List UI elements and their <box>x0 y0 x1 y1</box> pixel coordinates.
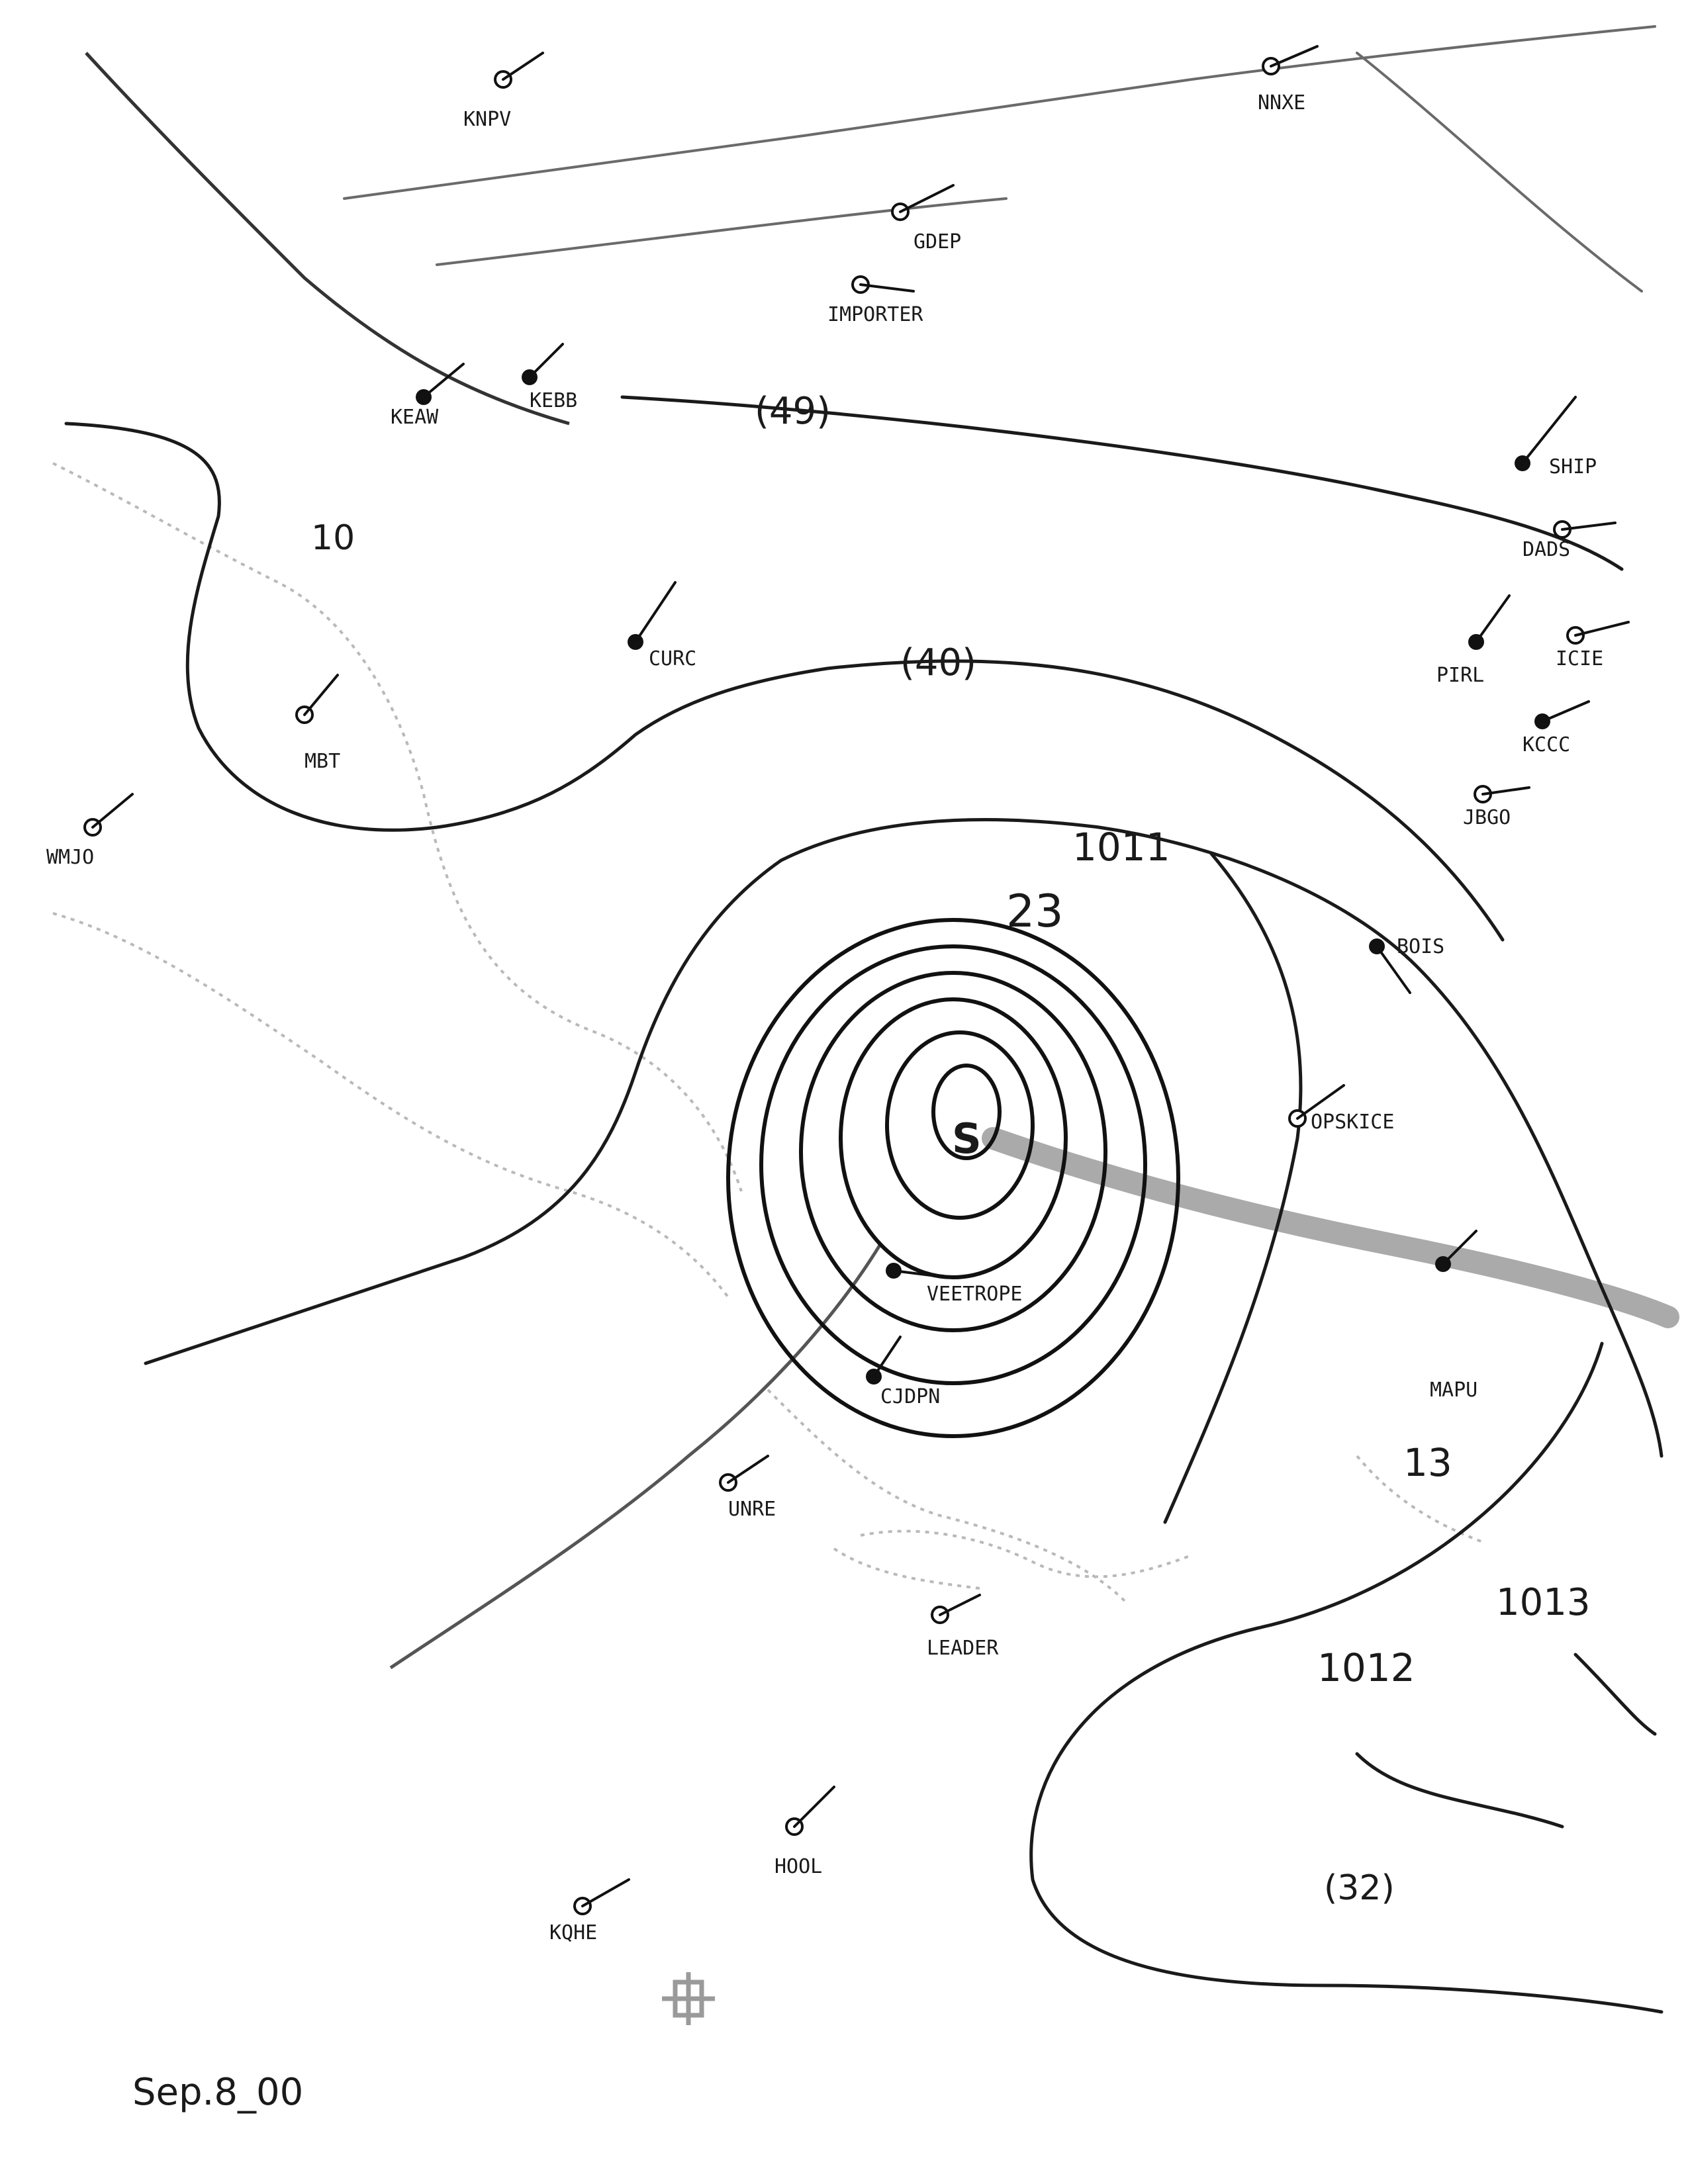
station-kqhe: KQHE <box>549 1878 630 1944</box>
station-curc: CURC <box>628 581 696 670</box>
station-bois: BOIS <box>1369 935 1444 994</box>
isobar-1012 <box>1029 1342 1664 2014</box>
coastline-east <box>1356 1455 1483 1543</box>
isobar-49 <box>64 422 1505 942</box>
label-p1012: 1012 <box>1317 1645 1415 1690</box>
station-dads: DADS <box>1523 520 1617 561</box>
label-p13: 13 <box>1403 1440 1452 1485</box>
station-keaw: KEAW <box>391 363 465 429</box>
front-northwest <box>85 52 570 426</box>
station-pirl: PIRL <box>1436 594 1511 687</box>
ring-1 <box>931 1064 1002 1160</box>
coastline-gulf <box>52 912 729 1298</box>
station-label-cjdpn: CJDPN <box>880 1385 940 1408</box>
ring-4 <box>799 971 1107 1332</box>
faint-line-northeast <box>1356 52 1643 293</box>
isobar-40-north <box>620 395 1624 571</box>
station-label-kebb: KEBB <box>530 389 577 412</box>
station-nnxe: NNXE <box>1258 45 1319 114</box>
station-cjdpn: CJDPN <box>866 1336 940 1408</box>
station-label-curc: CURC <box>649 647 696 670</box>
station-gdep: GDEP <box>891 184 961 253</box>
station-leader: LEADER <box>927 1594 999 1660</box>
station-label-veetrope: VEETROPE <box>927 1283 1023 1306</box>
coastline-north <box>52 462 743 1192</box>
isobar-1011-inner <box>1163 852 1303 1524</box>
coastlines <box>52 462 1483 1603</box>
station-opskice: OPSKICE <box>1288 1084 1394 1134</box>
label-p1013: 1013 <box>1496 1581 1591 1624</box>
stations: KNPV NNXE GDEP IMPORTER KEAW KEBB <box>46 45 1630 1944</box>
ring-3 <box>839 997 1068 1279</box>
faint-line-north-1 <box>343 25 1656 200</box>
trough-southwest <box>389 1243 882 1670</box>
station-unre: UNRE <box>719 1455 776 1521</box>
label-p32: (32) <box>1324 1868 1395 1908</box>
station-label-icie: ICIE <box>1556 647 1603 670</box>
station-mapu: MAPU <box>1430 1230 1477 1402</box>
station-mbt: MBT <box>295 674 340 773</box>
station-label-leader: LEADER <box>927 1637 999 1660</box>
station-jbgo: JBGO <box>1463 785 1530 829</box>
storm-track-shading <box>982 1127 1679 1328</box>
station-label-importer: IMPORTER <box>827 303 923 326</box>
station-label-gdep: GDEP <box>914 230 961 253</box>
faint-line-north-2 <box>436 197 1008 266</box>
station-label-bois: BOIS <box>1397 935 1444 958</box>
station-knpv: KNPV <box>463 52 544 131</box>
isobar-1011-outer <box>144 817 1664 1458</box>
station-label-wmjo: WMJO <box>46 846 94 869</box>
station-kebb: KEBB <box>522 343 577 412</box>
ring-5 <box>759 944 1147 1385</box>
station-icie: ICIE <box>1556 621 1630 670</box>
isobars <box>64 395 1664 2014</box>
station-label-jbgo: JBGO <box>1463 806 1511 829</box>
station-label-nnxe: NNXE <box>1258 91 1305 114</box>
date-label: Sep.8_00 <box>132 2071 303 2114</box>
station-label-knpv: KNPV <box>463 108 511 131</box>
label-p1011: 1011 <box>1072 825 1170 870</box>
station-label-keaw: KEAW <box>391 406 439 429</box>
faint-plus-mark <box>662 1972 715 2025</box>
station-veetrope: VEETROPE <box>886 1263 1023 1306</box>
station-label-mbt: MBT <box>305 750 340 773</box>
station-label-dads: DADS <box>1523 538 1570 561</box>
isobar-labels: (49) (40) 1011 23 10 13 1013 1012 (32) <box>311 390 1591 1908</box>
ring-2 <box>885 1030 1035 1220</box>
coastline-hispaniola <box>860 1529 1192 1578</box>
isobar-1013 <box>1355 1653 1657 1829</box>
station-label-ship: SHIP <box>1549 455 1597 478</box>
station-ship: SHIP <box>1515 396 1597 478</box>
label-p23: 23 <box>1006 886 1064 938</box>
label-p49: (49) <box>755 390 831 433</box>
station-label-opskice: OPSKICE <box>1311 1111 1394 1134</box>
center-symbol: S <box>952 1115 982 1163</box>
station-wmjo: WMJO <box>46 793 134 869</box>
station-label-pirl: PIRL <box>1436 664 1484 687</box>
station-label-kccc: KCCC <box>1523 733 1570 756</box>
station-label-mapu: MAPU <box>1430 1379 1477 1402</box>
station-importer: IMPORTER <box>827 275 923 326</box>
hurricane-rings: S <box>726 918 1180 1438</box>
station-label-kqhe: KQHE <box>549 1921 597 1944</box>
label-p10: 10 <box>311 518 355 558</box>
station-hool: HOOL <box>774 1786 835 1878</box>
label-p40: (40) <box>900 641 976 684</box>
coastline-islands <box>767 1388 1127 1603</box>
ring-6 <box>726 918 1180 1438</box>
station-label-hool: HOOL <box>774 1855 822 1878</box>
fronts <box>85 25 1656 1670</box>
station-kccc: KCCC <box>1523 700 1590 756</box>
station-label-unre: UNRE <box>728 1498 776 1521</box>
